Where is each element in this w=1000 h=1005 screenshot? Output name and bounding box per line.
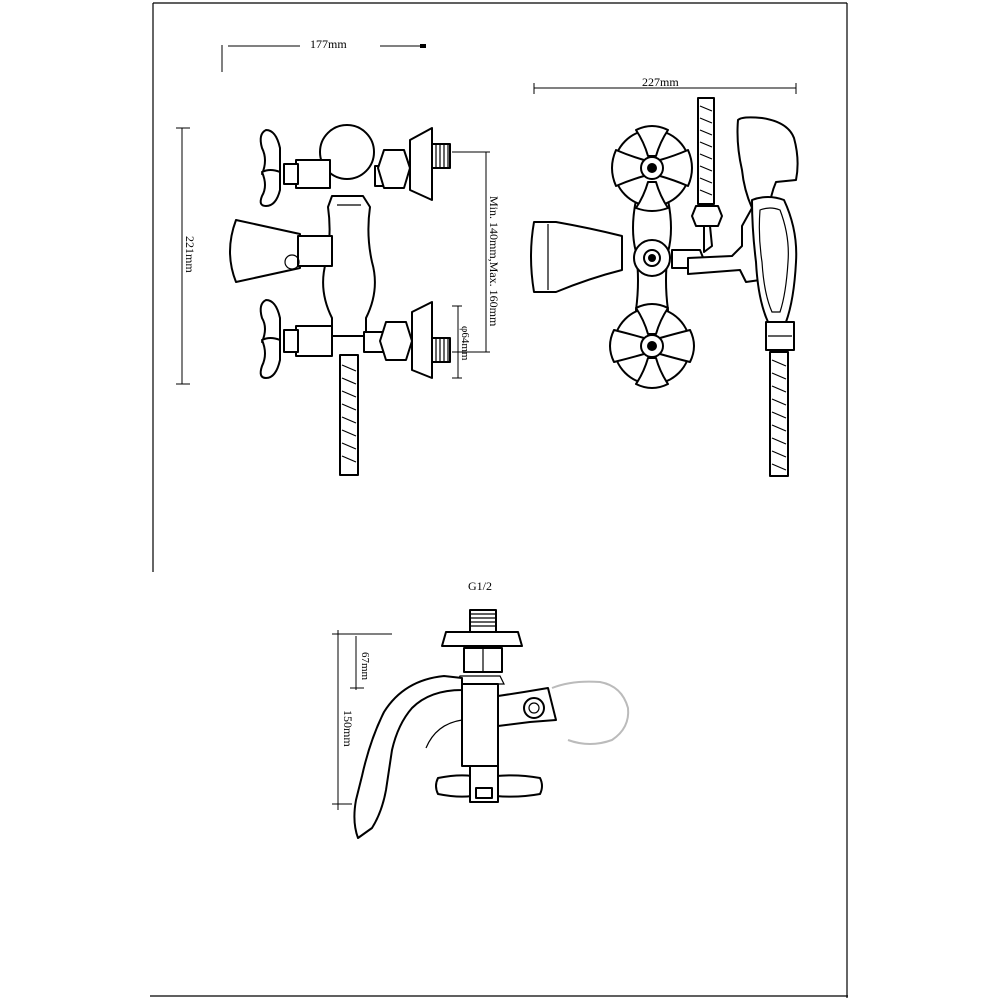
rear-top-handle — [611, 125, 693, 212]
rear-hose — [691, 97, 795, 477]
front-dimensions — [176, 44, 490, 385]
rear-dimensions — [533, 83, 797, 94]
front-hose — [339, 354, 359, 476]
side-thread — [469, 609, 497, 633]
side-body — [461, 683, 499, 767]
side-flange — [441, 631, 523, 647]
rear-diverter-knob — [633, 239, 705, 277]
label-depth-a: 67mm — [359, 652, 371, 681]
side-cross-handle — [435, 765, 543, 803]
side-view-mixer — [353, 609, 630, 839]
front-spout — [229, 219, 333, 283]
side-dimensions — [332, 630, 392, 810]
front-lower-valve — [259, 299, 451, 379]
sheet-frame — [150, 2, 848, 998]
label-width-rear: 227mm — [642, 75, 679, 89]
side-spout — [353, 675, 463, 839]
rear-bottom-handle — [609, 303, 695, 389]
label-depth-b: 150mm — [341, 710, 355, 747]
label-thread: G1/2 — [468, 579, 492, 593]
label-height-front: 221mm — [183, 236, 197, 273]
rear-view-mixer — [530, 97, 799, 477]
label-centres: Min. 140mm,Max. 160mm — [487, 196, 501, 327]
front-view-mixer — [229, 124, 451, 476]
rear-shower-handset — [736, 116, 799, 323]
front-diverter-ball — [319, 124, 375, 180]
label-diameter: φ64mm — [459, 326, 471, 361]
label-width-front: 177mm — [310, 37, 347, 51]
rear-spout — [530, 221, 623, 293]
front-upper-valve — [259, 127, 451, 207]
